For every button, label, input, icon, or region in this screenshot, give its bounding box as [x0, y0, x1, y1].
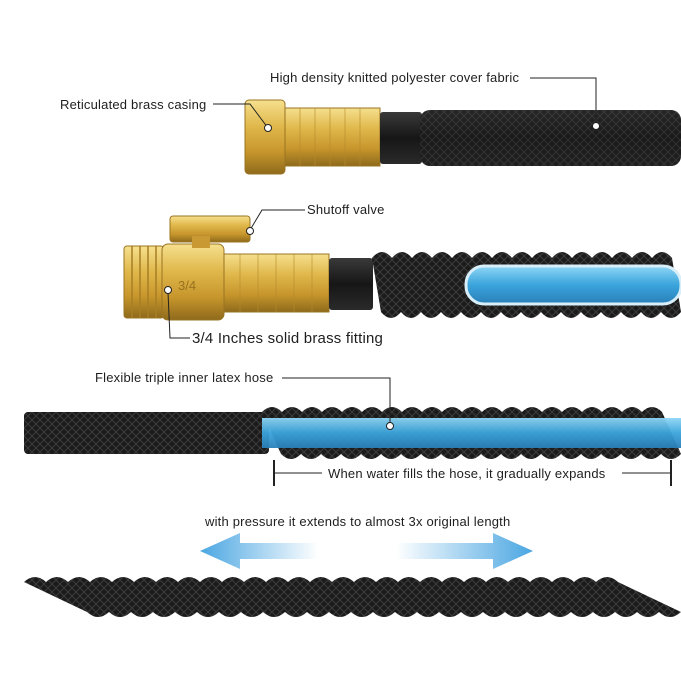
label-brass-fitting: 3/4 Inches solid brass fitting [192, 330, 383, 347]
label-expands: When water fills the hose, it gradually … [328, 466, 606, 481]
label-brass-casing: Reticulated brass casing [60, 97, 206, 112]
brass-casing-ring [245, 100, 285, 174]
extended-hose [24, 577, 681, 617]
double-arrow-icon [200, 533, 533, 569]
valve-marking: 3/4 [178, 278, 196, 293]
label-cover-fabric: High density knitted polyester cover fab… [270, 70, 519, 85]
label-shutoff-valve: Shutoff valve [307, 202, 385, 217]
expanding-hose [24, 407, 681, 459]
inner-latex-hose-cutaway [466, 266, 681, 304]
rubber-collar [329, 258, 373, 310]
shutoff-valve-assembly: 3/4 [124, 216, 681, 320]
label-inner-hose: Flexible triple inner latex hose [95, 370, 273, 385]
label-extends: with pressure it extends to almost 3x or… [205, 514, 510, 529]
inner-latex-hose [262, 418, 681, 448]
male-thread [124, 246, 164, 318]
rubber-collar [380, 112, 422, 164]
female-connector-assembly [245, 100, 681, 174]
